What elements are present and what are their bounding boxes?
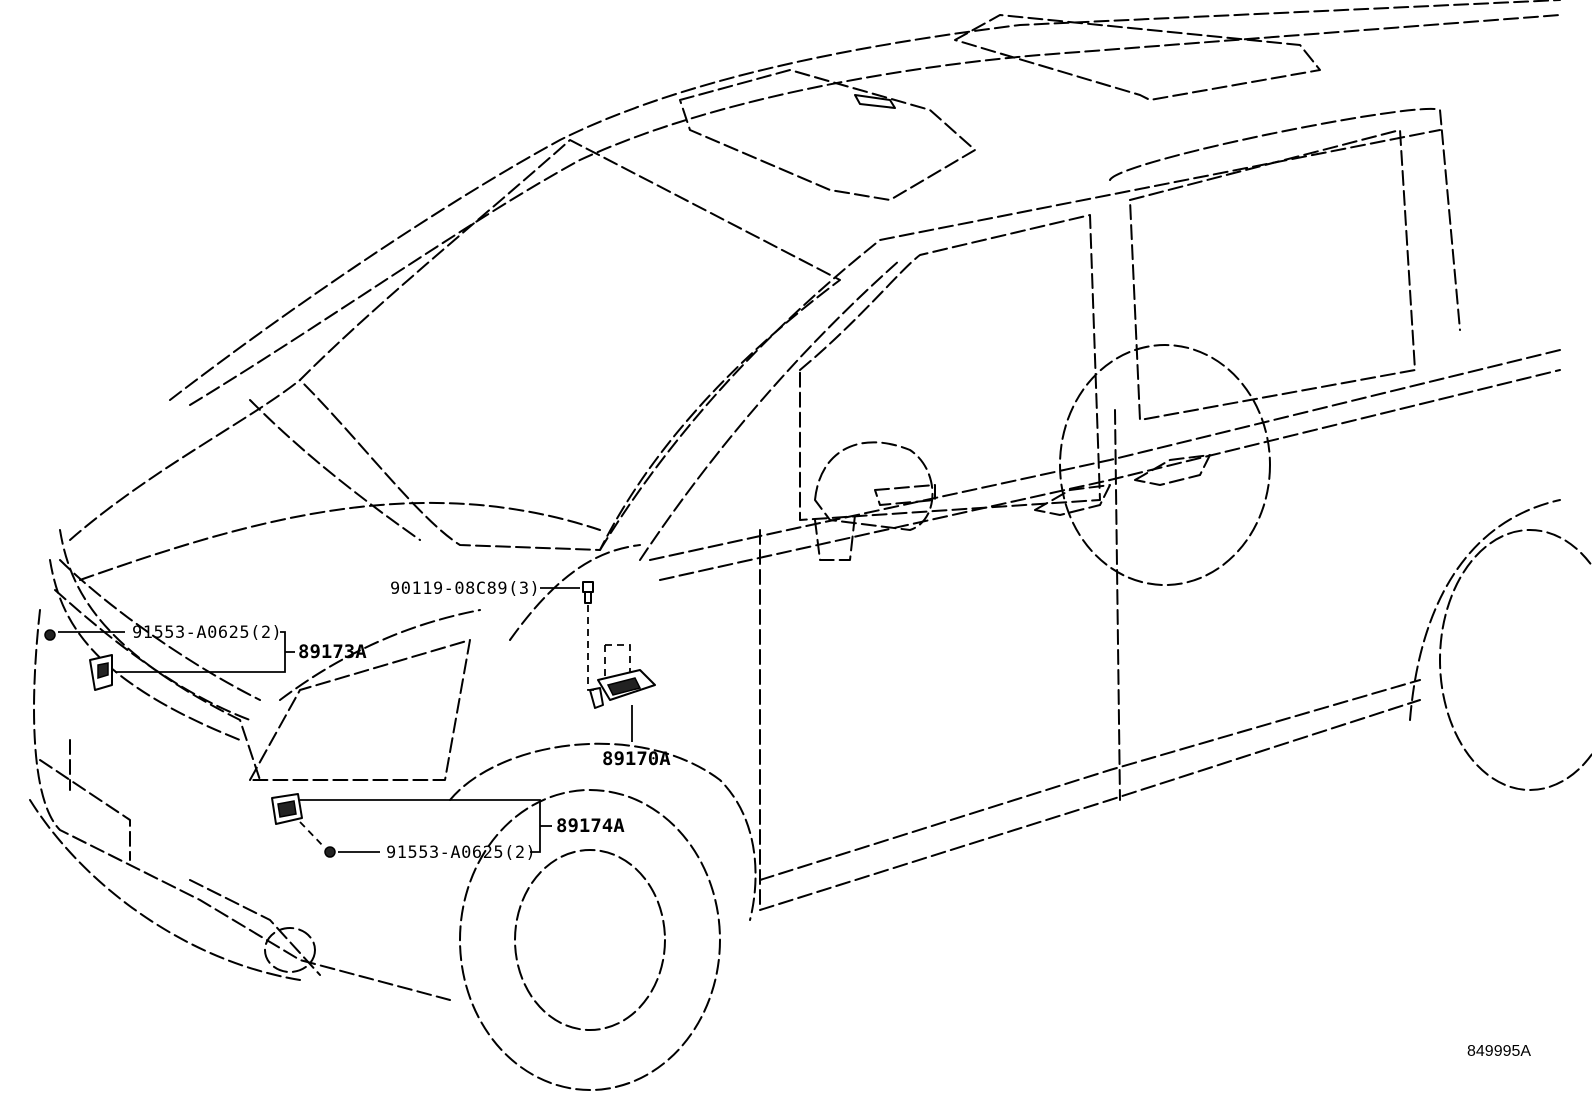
nut-lower-icon bbox=[324, 846, 336, 858]
callout-nut-lower: 91553-A0625(2) bbox=[386, 843, 536, 863]
upper-sensor-icon bbox=[89, 654, 113, 691]
reference-number: 849995A bbox=[1467, 1043, 1531, 1060]
center-sensor-icon bbox=[589, 669, 656, 709]
vehicle-body-outline bbox=[29, 0, 1592, 1091]
callout-nut-upper: 91553-A0625(2) bbox=[132, 623, 282, 643]
callout-part-center-sensor: 89170A bbox=[602, 748, 671, 770]
callout-bolt-top: 90119-08C89(3) bbox=[390, 579, 540, 599]
callout-part-upper-sensor: 89173A bbox=[298, 641, 367, 663]
leader-lines bbox=[58, 587, 633, 853]
bolt-top-icon bbox=[582, 581, 594, 604]
nut-upper-icon bbox=[44, 629, 56, 641]
lower-sensor-icon bbox=[271, 793, 303, 825]
callout-part-lower-sensor: 89174A bbox=[556, 815, 625, 837]
